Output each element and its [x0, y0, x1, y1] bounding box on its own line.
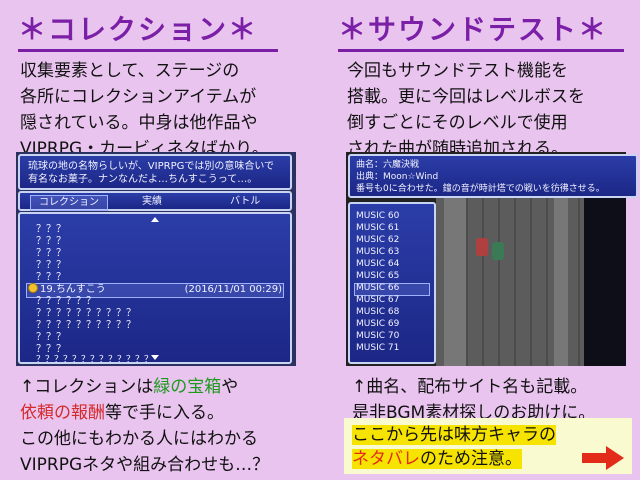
collection-intro: 収集要素として、ステージの 各所にコレクションアイテムが 隠されている。中身は他…: [20, 58, 269, 162]
caption-text: ↑コレクションは: [20, 377, 154, 397]
list-item-selected[interactable]: 19.ちんすこう: [28, 283, 106, 296]
sound-test-intro-line: 倒すごとにそのレベルで使用: [347, 113, 568, 133]
collection-tab-bar: コレクション 実績 バトル: [18, 191, 292, 211]
dark-column: [584, 198, 626, 366]
caption-line: 依頼の報酬等で手に入る。: [20, 400, 269, 426]
music-item[interactable]: MUSIC 70: [356, 331, 400, 341]
notice-text: ここから先は味方キャラの: [352, 425, 556, 445]
right-arrow-icon[interactable]: [582, 446, 624, 470]
caption-text: 等で手に入る。: [105, 403, 224, 423]
music-selection-cursor: [354, 283, 430, 296]
list-item[interactable]: ？？？: [36, 236, 66, 247]
notice-line: ここから先は味方キャラの: [352, 424, 556, 446]
collection-intro-line: 隠されている。中身は他作品や: [20, 113, 258, 133]
list-item[interactable]: ？？？？？？？？？？？？？: [36, 355, 154, 365]
list-item[interactable]: ？？？？？？？？？？: [36, 320, 136, 331]
song-source: 出典：Moon☆Wind: [356, 172, 439, 182]
scroll-down-icon[interactable]: [151, 355, 159, 360]
pillar: [444, 198, 466, 366]
song-comment: 番号も0に合わせた。鐘の音が時計塔での戦いを彷彿させる。: [356, 184, 605, 194]
music-list-window: MUSIC 60 MUSIC 61 MUSIC 62 MUSIC 63 MUSI…: [348, 202, 436, 364]
tab-battle[interactable]: バトル: [230, 196, 261, 207]
list-item[interactable]: ？？？: [36, 224, 66, 235]
game-map: [436, 198, 626, 366]
notice-text: のため注意。: [420, 449, 522, 469]
music-item[interactable]: MUSIC 69: [356, 319, 400, 329]
sound-test-heading-underline: [338, 49, 624, 52]
collection-caption: ↑コレクションは緑の宝箱や 依頼の報酬等で手に入る。 この他にもわかる人にはわか…: [20, 374, 269, 478]
spoiler-warning-text: ネタバレ: [352, 449, 420, 469]
request-reward-text: 依頼の報酬: [20, 403, 105, 423]
sound-test-heading-text: ＊サウンドテスト＊: [338, 13, 609, 46]
list-item[interactable]: ？？？: [36, 272, 66, 283]
scroll-up-icon[interactable]: [151, 217, 159, 222]
character-sprite: [476, 238, 488, 256]
caption-line: この他にもわかる人にはわかる: [20, 429, 258, 449]
music-item[interactable]: MUSIC 61: [356, 223, 400, 233]
help-line: 有名なお菓子。ナンなんだよ…ちんすこうって…。: [28, 174, 258, 185]
help-line: 琉球の地の名物らしいが、VIPRPGでは別の意味合いで: [28, 161, 275, 172]
collection-heading: ＊コレクション＊: [18, 10, 278, 52]
list-item[interactable]: ？？？: [36, 332, 66, 343]
caption-text: や: [221, 377, 239, 397]
sound-test-intro-line: 搭載。更に今回はレベルボスを: [347, 87, 585, 107]
list-item[interactable]: ？？？: [36, 248, 66, 259]
list-item-label: 19.ちんすこう: [40, 284, 106, 295]
caption-line: ↑コレクションは緑の宝箱や: [20, 374, 269, 400]
song-title: 曲名：六魔決戦: [356, 160, 420, 170]
tab-achievements[interactable]: 実績: [142, 196, 162, 207]
list-item[interactable]: ？？？？？？: [36, 296, 96, 307]
song-info-window: 曲名：六魔決戦 出典：Moon☆Wind 番号も0に合わせた。鐘の音が時計塔での…: [348, 154, 638, 198]
music-item[interactable]: MUSIC 60: [356, 211, 400, 221]
green-chest-text: 緑の宝箱: [153, 377, 222, 397]
collection-heading-text: ＊コレクション＊: [18, 13, 259, 46]
collection-help-window: 琉球の地の名物らしいが、VIPRPGでは別の意味合いで 有名なお菓子。ナンなんだ…: [18, 154, 292, 190]
collection-intro-line: 収集要素として、ステージの: [20, 61, 240, 81]
music-item-selected[interactable]: MUSIC 66: [356, 283, 400, 293]
list-item-date: (2016/11/01 00:29): [184, 284, 282, 295]
music-item[interactable]: MUSIC 62: [356, 235, 400, 245]
coin-icon: [28, 283, 38, 293]
list-item[interactable]: ？？？: [36, 260, 66, 271]
collection-intro-line: 各所にコレクションアイテムが: [20, 87, 257, 107]
sound-test-intro-line: 今回もサウンドテスト機能を: [347, 61, 568, 81]
list-item[interactable]: ？？？: [36, 344, 66, 355]
caption-line: VIPRPGネタや組み合わせも…？: [20, 455, 270, 475]
list-selection-cursor: [26, 283, 284, 298]
music-item[interactable]: MUSIC 71: [356, 343, 400, 353]
pillar: [554, 198, 568, 366]
sound-test-heading: ＊サウンドテスト＊: [338, 10, 624, 52]
music-item[interactable]: MUSIC 64: [356, 259, 400, 269]
tab-collection[interactable]: コレクション: [30, 195, 108, 211]
music-item[interactable]: MUSIC 65: [356, 271, 400, 281]
caption-line: ↑曲名、配布サイト名も記載。: [352, 377, 588, 397]
spoiler-notice: ここから先は味方キャラの ネタバレのため注意。: [344, 418, 632, 474]
collection-heading-underline: [18, 49, 278, 52]
music-item[interactable]: MUSIC 63: [356, 247, 400, 257]
notice-line: ネタバレのため注意。: [352, 448, 522, 470]
collection-list-window: ？？？ ？？？ ？？？ ？？？ ？？？ 19.ちんすこう (2016/11/01…: [18, 212, 292, 365]
list-item[interactable]: ？？？？？？？？？？: [36, 308, 136, 319]
music-item[interactable]: MUSIC 68: [356, 307, 400, 317]
music-item[interactable]: MUSIC 67: [356, 295, 400, 305]
character-sprite: [492, 242, 504, 260]
sound-test-intro: 今回もサウンドテスト機能を 搭載。更に今回はレベルボスを 倒すごとにそのレベルで…: [347, 58, 585, 162]
